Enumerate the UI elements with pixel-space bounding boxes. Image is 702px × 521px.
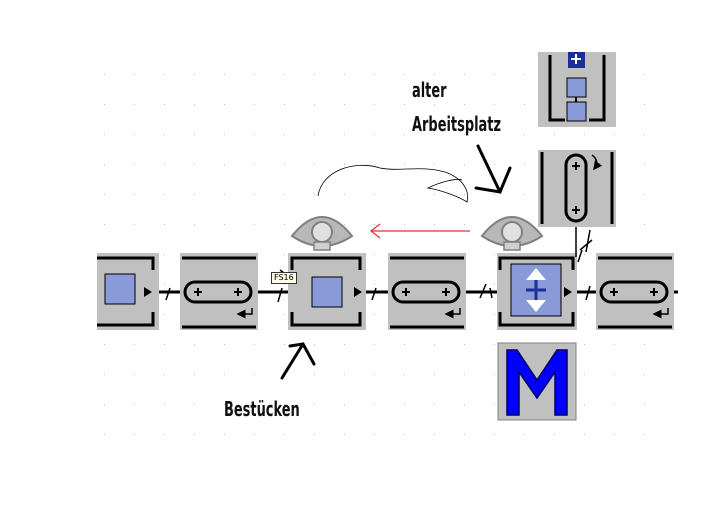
pointer-arrow-workplace [474,144,512,194]
conveyor-2[interactable] [388,253,466,330]
label-old-workplace-line2: Arbeitsplatz [412,112,502,136]
station-assembly[interactable] [288,253,366,330]
station-tag: FS16 [271,272,297,284]
conveyor-1[interactable] [180,253,258,330]
vertical-conveyor[interactable] [538,150,616,227]
pointer-arrow-assembly [280,342,316,380]
vertical-station-top[interactable] [538,52,616,127]
motor-icon[interactable] [497,342,577,421]
move-arrow [370,223,470,239]
handdrawn-loop [317,164,469,203]
operator-icon-new [290,216,354,251]
rotary-station[interactable] [497,253,577,330]
label-assembly: Bestücken [224,397,300,421]
operator-icon-old [480,216,544,251]
label-old-workplace-line1: alter [412,78,447,102]
line-connectors [165,227,593,303]
station-left[interactable] [97,253,159,330]
conveyor-3[interactable] [596,253,674,330]
